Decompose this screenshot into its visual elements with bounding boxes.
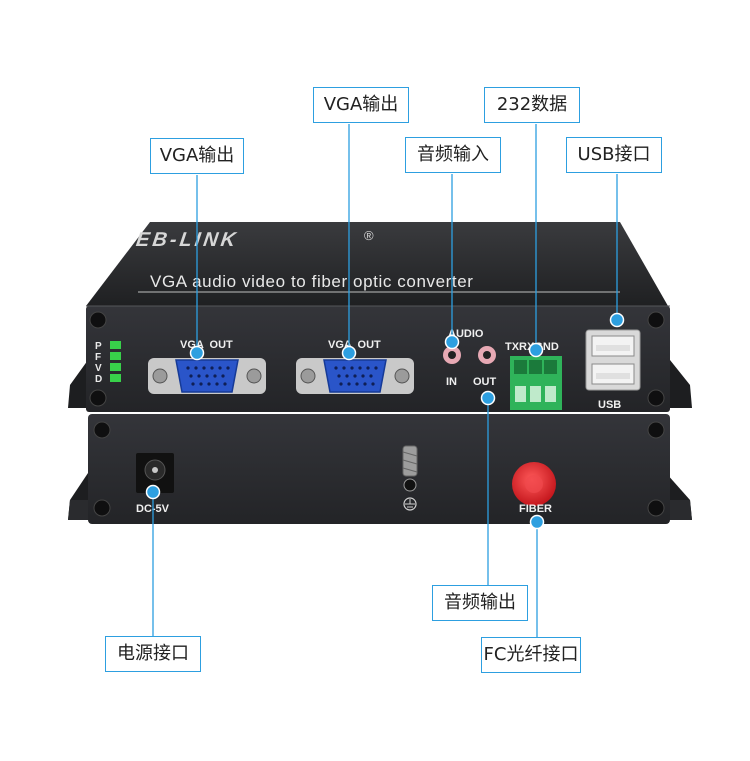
screws-top: [89, 311, 665, 407]
screws-bottom: [93, 421, 665, 517]
callout-usb-port: USB接口: [566, 137, 662, 173]
vga-port-1: [148, 358, 266, 394]
callout-markers: [145, 312, 625, 530]
status-leds: [110, 341, 121, 382]
audio-out-label: OUT: [473, 376, 497, 388]
led-label-d: D: [95, 374, 102, 385]
top-right-bracket: [670, 360, 692, 408]
brand-logo: EB-LINK: [135, 229, 240, 251]
callout-leaders: [152, 124, 618, 640]
top-unit-lid: [86, 222, 668, 306]
model-line: VGA audio video to fiber optic converter: [150, 272, 474, 291]
callout-audio-out: 音频输出: [432, 585, 528, 621]
dc-power-jack: [136, 453, 174, 493]
audio-in-jack: [443, 346, 461, 364]
callout-232-data: 232数据: [484, 87, 580, 123]
callout-fc-fiber-port: FC光纤接口: [481, 637, 581, 673]
callout-audio-in: 音频输入: [405, 137, 501, 173]
usb-ports: [585, 329, 641, 391]
top-left-bracket: [68, 360, 88, 408]
audio-in-label: IN: [446, 376, 457, 388]
led-label-v: V: [95, 363, 102, 374]
ground-screw: [402, 445, 418, 511]
led-labels: P F V D: [95, 341, 102, 385]
fiber-label: FIBER: [519, 503, 552, 515]
callout-vga-out-2: VGA输出: [313, 87, 409, 123]
led-label-p: P: [95, 341, 102, 352]
vga-port-2: [296, 358, 414, 394]
fiber-connector: [512, 462, 556, 506]
led-label-f: F: [95, 352, 101, 363]
brand-trademark: ®: [364, 228, 374, 243]
usb-label: USB: [598, 399, 621, 411]
vga1-label: VGA OUT: [180, 339, 233, 351]
audio-out-jack: [478, 346, 496, 364]
rs232-terminal-block: [510, 356, 562, 410]
vga2-label: VGA OUT: [328, 339, 381, 351]
callout-power-port: 电源接口: [105, 636, 201, 672]
callout-vga-out-1: VGA输出: [150, 138, 244, 174]
bottom-unit-front: [88, 414, 670, 524]
